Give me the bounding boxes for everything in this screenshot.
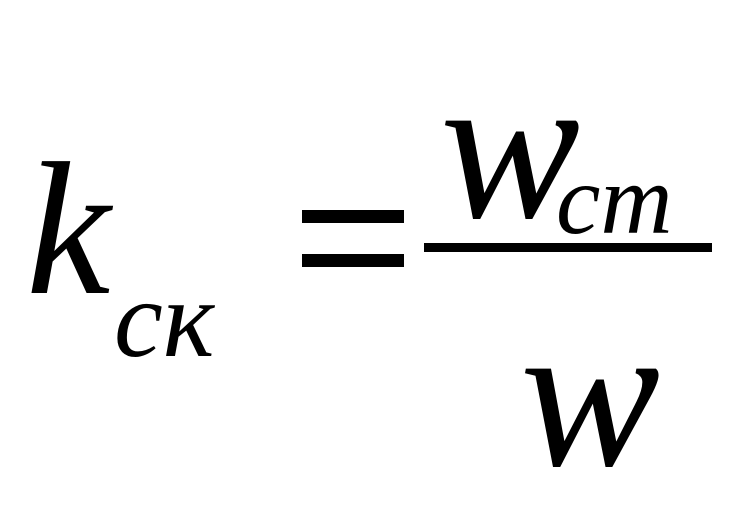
numerator-symbol: w (440, 31, 581, 263)
equals-sign-bottom-bar (302, 254, 404, 267)
equals-sign-top-bar (302, 210, 404, 223)
lhs-symbol: k (26, 125, 111, 335)
numerator-subscript: ст (556, 144, 673, 255)
fraction-bar (424, 243, 712, 252)
lhs-subscript: ск (114, 258, 215, 380)
formula-canvas: k ск w ст w (26, 31, 712, 500)
denominator-symbol: w (520, 279, 661, 511)
